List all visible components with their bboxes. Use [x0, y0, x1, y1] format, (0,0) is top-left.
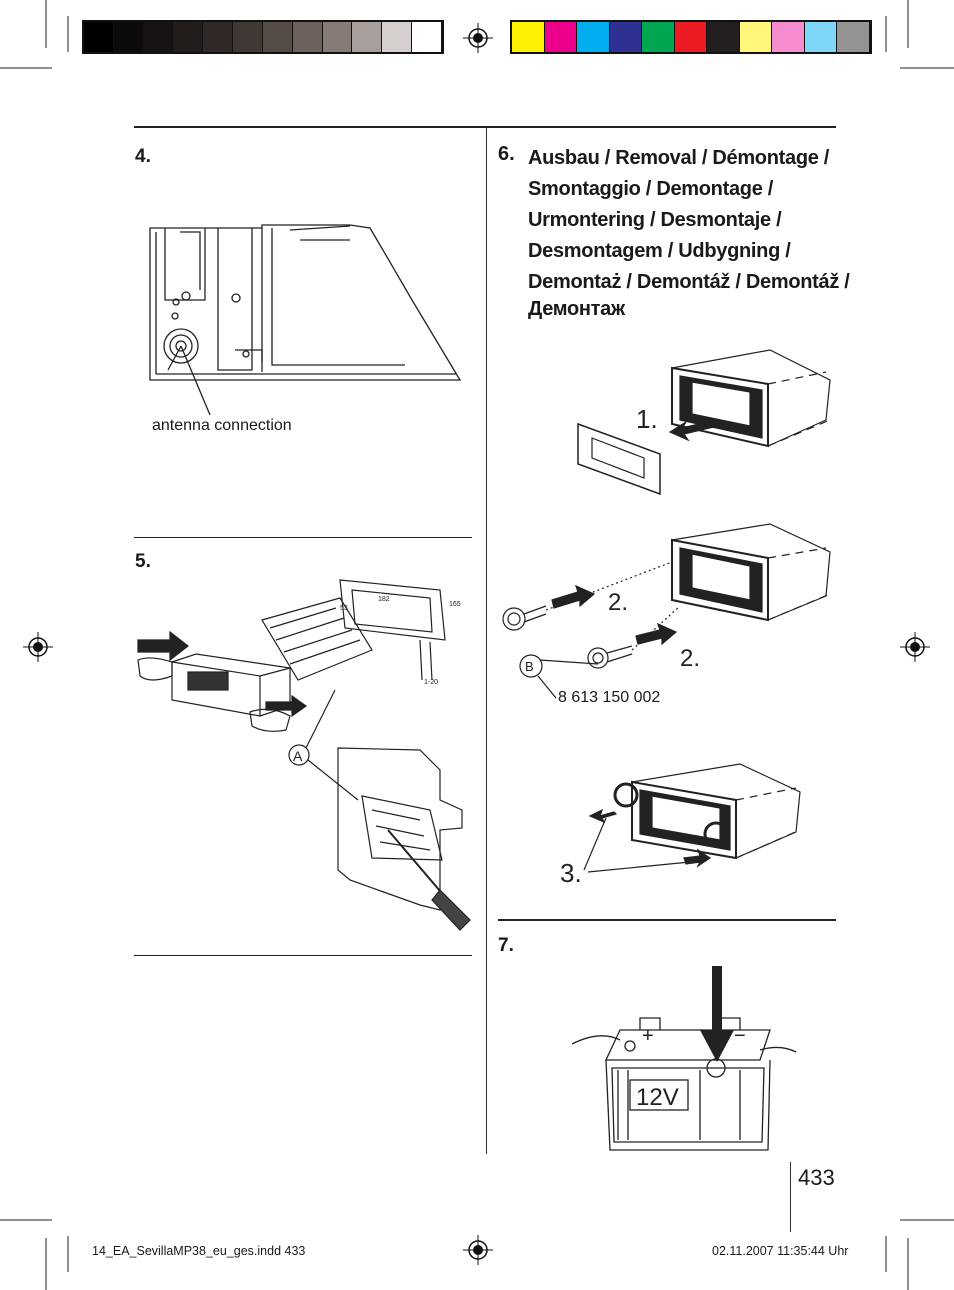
- section-6-number: 6.: [498, 143, 515, 165]
- process-color-bar: [510, 20, 872, 54]
- dim-53: 53: [340, 605, 348, 612]
- process-swatch: [577, 22, 610, 52]
- registration-mark-bottom: [463, 1235, 493, 1265]
- section-6-title-line: Демонтаж: [528, 298, 625, 320]
- grayscale-swatch: [352, 22, 383, 52]
- section-4-number: 4.: [135, 146, 151, 167]
- footer-timestamp: 02.11.2007 11:35:44 Uhr: [712, 1244, 849, 1258]
- process-swatch: [739, 22, 773, 52]
- step-3-label: 3.: [560, 858, 582, 888]
- dim-182: 182: [378, 596, 390, 603]
- registration-mark-right: [900, 632, 930, 662]
- step-1-label: 1.: [636, 404, 658, 434]
- section-6-title-line: Urmontering / Desmontaje /: [528, 209, 782, 231]
- grayscale-swatch: [113, 22, 144, 52]
- process-swatch: [674, 22, 708, 52]
- process-swatch: [837, 22, 871, 52]
- grayscale-swatch: [382, 22, 413, 52]
- grayscale-swatch: [173, 22, 204, 52]
- page-number-rule: [790, 1162, 791, 1232]
- grayscale-swatch: [412, 22, 442, 52]
- grayscale-swatch: [322, 22, 353, 52]
- rule-section-5-end: [134, 955, 472, 956]
- registration-mark-top: [463, 23, 493, 53]
- process-swatch: [804, 22, 838, 52]
- section-5-number: 5.: [135, 551, 151, 572]
- page-number: 433: [798, 1165, 835, 1190]
- process-swatch: [707, 22, 740, 52]
- step-2a-label: 2.: [608, 589, 628, 616]
- section-6-title-line: Ausbau / Removal / Démontage /: [528, 147, 830, 169]
- battery-minus-label: −: [734, 1025, 746, 1047]
- section-7-number: 7.: [498, 935, 514, 956]
- grayscale-swatch: [203, 22, 234, 52]
- grayscale-swatch: [262, 22, 293, 52]
- grayscale-swatch: [84, 22, 114, 52]
- grayscale-swatch: [233, 22, 263, 52]
- grayscale-swatch: [292, 22, 323, 52]
- rule-section-5: [134, 537, 472, 538]
- process-swatch: [609, 22, 643, 52]
- antenna-connection-label: antenna connection: [152, 417, 292, 434]
- section-6-title-line: Desmontagem / Udbygning /: [528, 240, 791, 262]
- column-divider: [486, 128, 487, 1154]
- rule-section-7: [498, 919, 836, 921]
- step-2b-label: 2.: [680, 645, 700, 672]
- process-swatch: [544, 22, 578, 52]
- process-swatch: [772, 22, 805, 52]
- grayscale-swatch: [143, 22, 174, 52]
- part-number-label: 8 613 150 002: [558, 689, 661, 706]
- label-b: B: [525, 659, 534, 674]
- dim-1-20: 1-20: [424, 679, 438, 686]
- section-6-title-line: Demontaż / Demontáž / Demontáž /: [528, 271, 850, 293]
- battery-voltage-label: 12V: [636, 1084, 679, 1111]
- grayscale-color-bar: [82, 20, 444, 54]
- process-swatch: [512, 22, 545, 52]
- process-swatch: [642, 22, 675, 52]
- label-a: A: [293, 748, 303, 764]
- battery-plus-label: +: [642, 1025, 654, 1047]
- top-rule: [134, 126, 836, 128]
- registration-mark-left: [23, 632, 53, 662]
- footer-file: 14_EA_SevillaMP38_eu_ges.indd 433: [92, 1244, 306, 1258]
- dim-165: 165: [449, 601, 461, 608]
- section-6-title-line: Smontaggio / Demontage /: [528, 178, 774, 200]
